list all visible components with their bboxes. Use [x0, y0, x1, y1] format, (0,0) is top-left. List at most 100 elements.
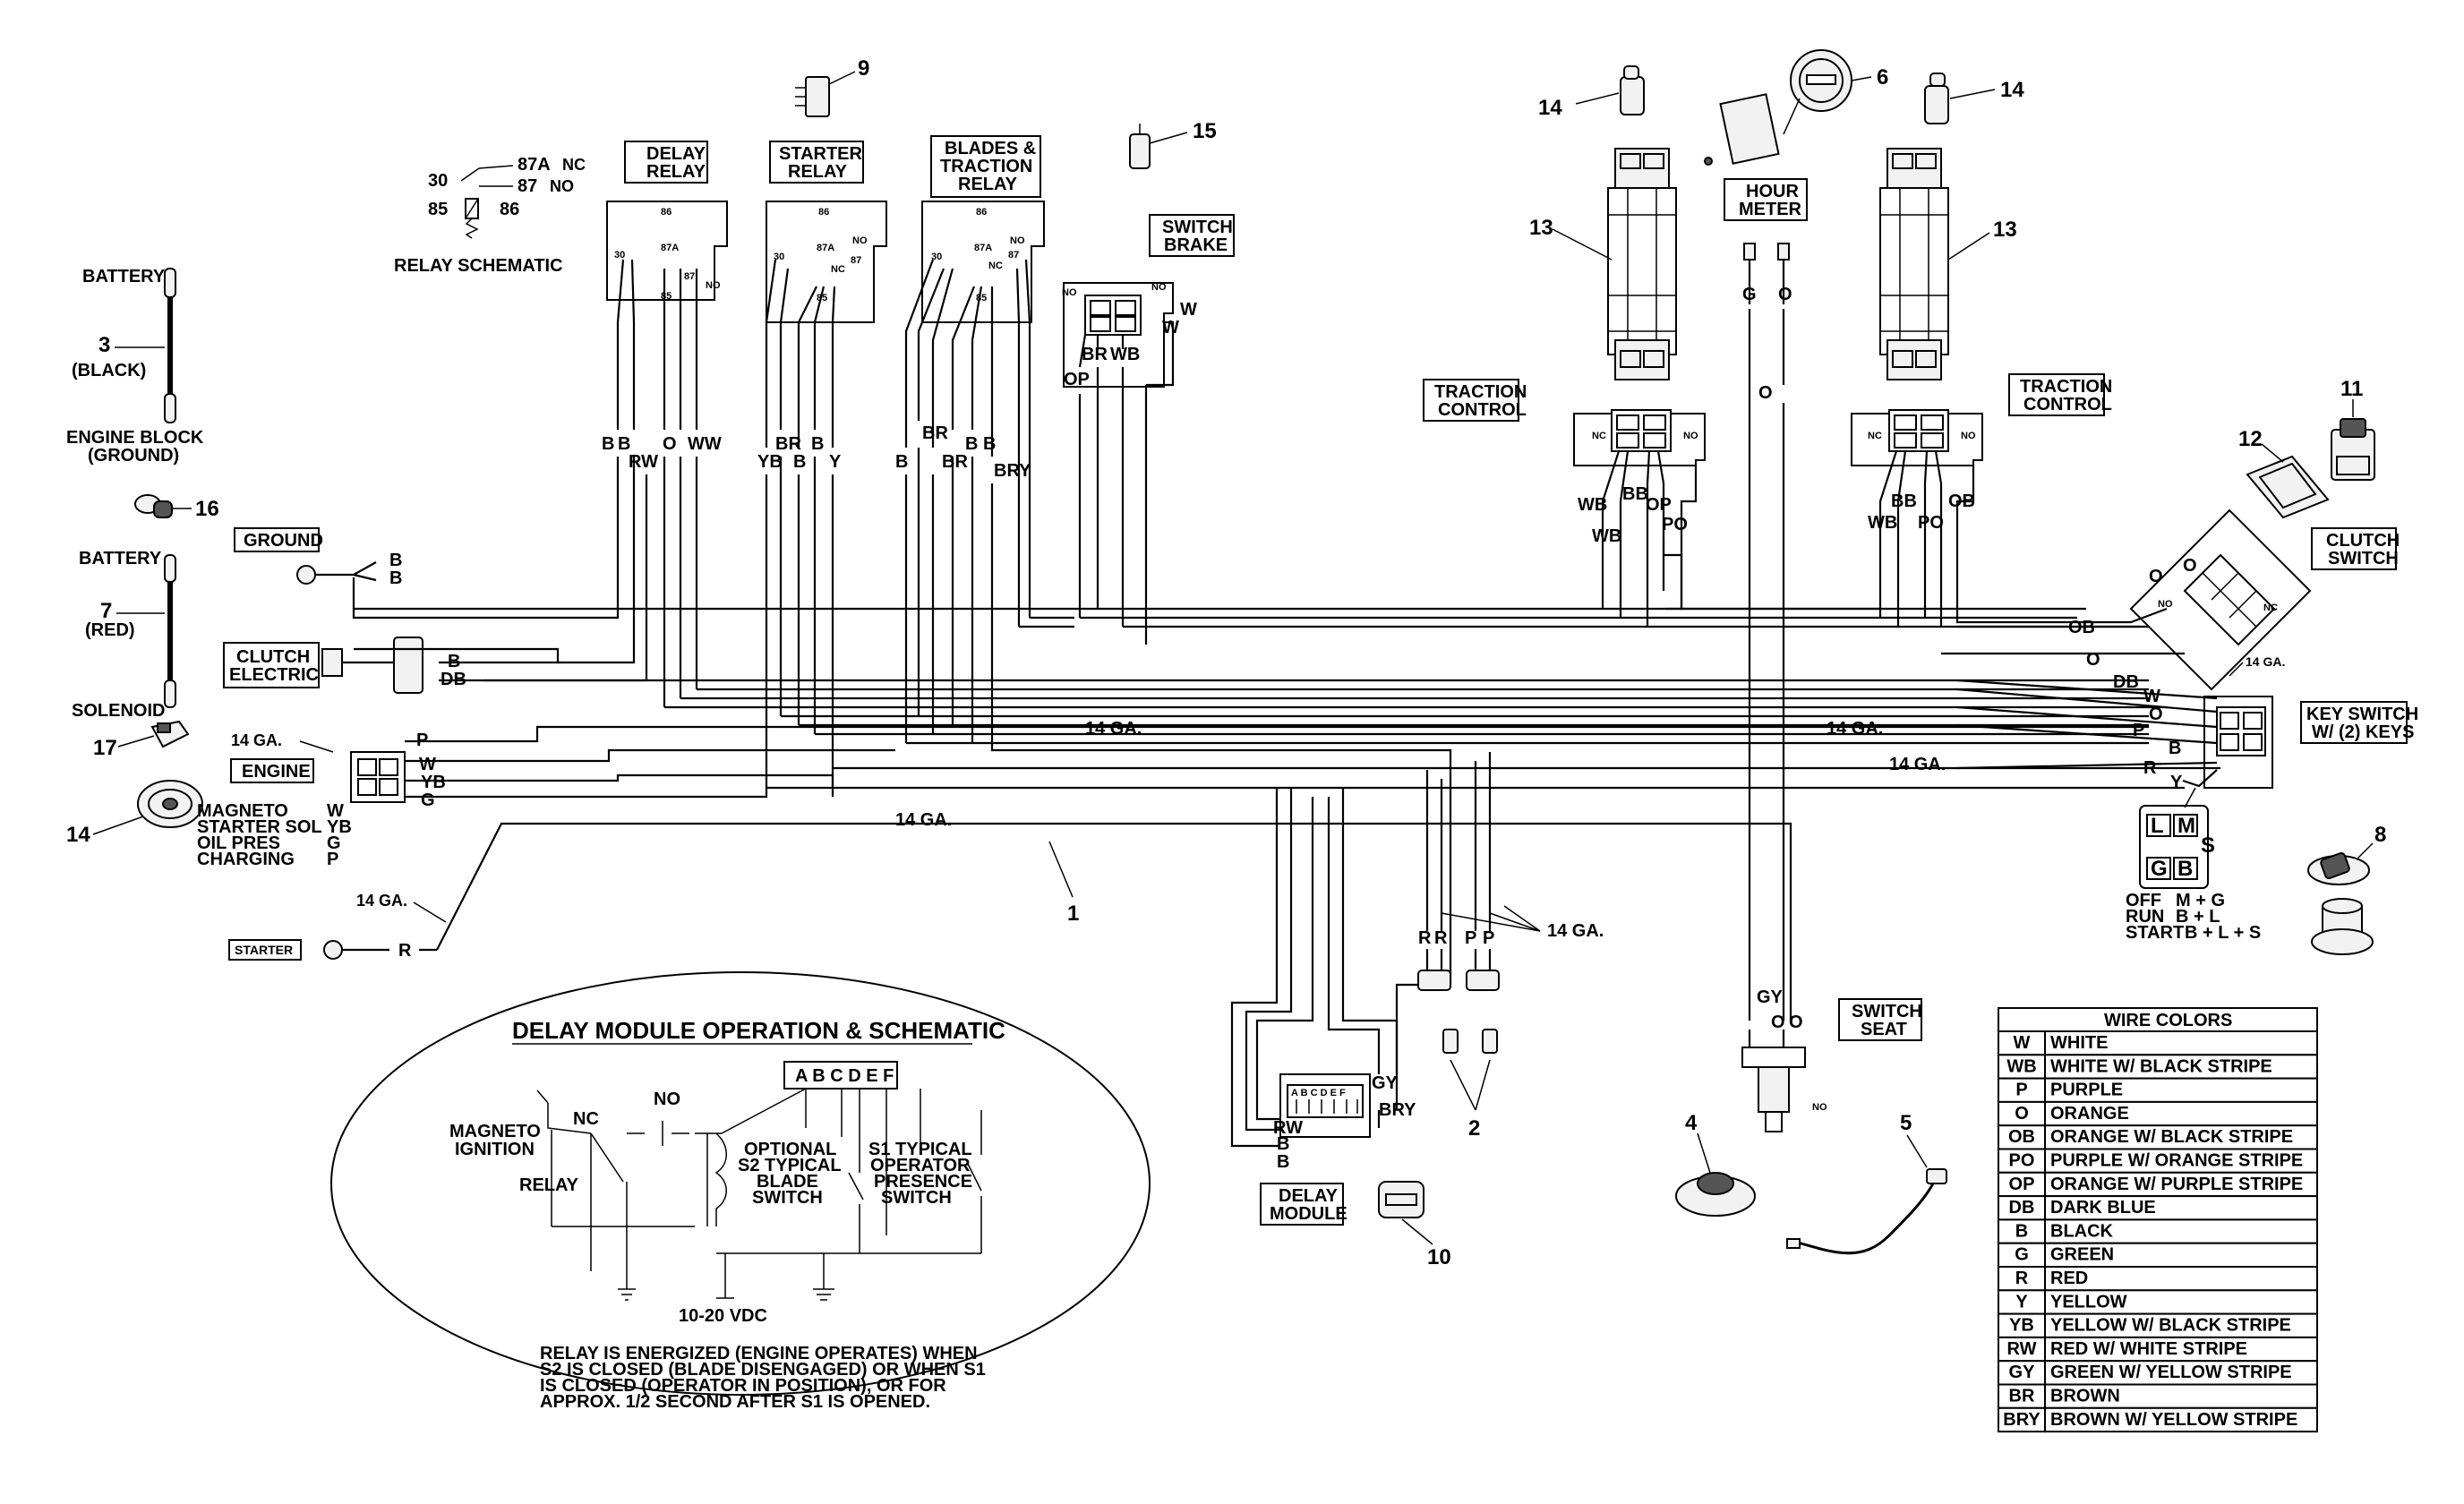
delay-module-letters: A B C D E F	[1291, 1088, 1346, 1098]
callout-3: 3	[98, 333, 110, 357]
switch-brake-op: OP	[1064, 370, 1090, 389]
hour-meter: HOUR METER G O O 6	[1704, 49, 1888, 1021]
key-terminal-b: B	[2177, 857, 2193, 881]
starter-pin-no: NO	[852, 235, 868, 246]
starter-wire-br: BR	[775, 434, 801, 454]
wire-color-name: PURPLE	[2050, 1081, 2123, 1100]
callout-7: 7	[100, 599, 112, 623]
seat-wire-gy: GY	[1757, 987, 1784, 1007]
switch-brake-w-1: W	[1180, 300, 1197, 320]
switch-brake-br: BR	[1082, 345, 1108, 364]
battery-label: BATTERY	[82, 267, 166, 286]
seat-wire-o1: O	[1771, 1013, 1785, 1032]
switch-12: 12	[2238, 427, 2330, 519]
delay-op-nc: NC	[573, 1109, 599, 1129]
engine-box: 14 GA. ENGINE P W YB G	[230, 731, 446, 810]
wire-color-name: GREEN W/ YELLOW STRIPE	[2050, 1363, 2292, 1382]
callout-6: 6	[1877, 65, 1888, 90]
delay-module-wire-b1: B	[1277, 1134, 1289, 1154]
blades-pin-86: 86	[976, 207, 987, 218]
callout-8: 8	[2374, 823, 2386, 847]
wire-color-code-cell	[1998, 1242, 2046, 1268]
starter-pin-30: 30	[774, 252, 784, 262]
wire-color-name: ORANGE W/ BLACK STRIPE	[2050, 1127, 2293, 1147]
callout-2: 2	[1468, 1116, 1480, 1141]
key-wire-o: O	[2149, 705, 2163, 724]
wire-color-name-cell	[2044, 1124, 2318, 1150]
engine-wire-w: W	[419, 755, 436, 774]
harness-5: 5	[1786, 1111, 1947, 1255]
starter-gauge-label: 14 GA.	[356, 892, 407, 910]
blades-wire-br2: BR	[942, 452, 968, 472]
seat-no: NO	[1812, 1102, 1827, 1113]
delay-op-note-3: IS CLOSED (OPERATOR IN POSITION), OR FOR	[540, 1376, 946, 1396]
wire-color-code-cell	[1998, 1077, 2046, 1103]
delay-relay-title-2: RELAY	[646, 162, 706, 182]
wire-color-code: OB	[2008, 1127, 2035, 1147]
wire-color-code: RW	[2007, 1339, 2037, 1359]
delay-op-s2-4: SWITCH	[752, 1188, 823, 1208]
key-wire-y: Y	[2170, 773, 2183, 792]
legend-magneto: MAGNETO	[197, 801, 288, 821]
switch-brake-wb: WB	[1110, 345, 1140, 364]
key-switch-label-1: KEY SWITCH	[2306, 705, 2418, 724]
engine-legend: MAGNETO W STARTER SOL YB OIL PRES G CHAR…	[197, 801, 352, 869]
wire-color-name-cell	[2044, 1054, 2318, 1080]
callout-10: 10	[1427, 1245, 1451, 1269]
wire-color-code: P	[2015, 1081, 2027, 1100]
traction-left-po: PO	[1662, 515, 1688, 534]
callout-13-left: 13	[1529, 216, 1553, 240]
battery-black-label: (BLACK)	[72, 361, 146, 380]
delay-operation-letters: A B C D E F	[795, 1066, 894, 1086]
callout-4: 4	[1685, 1111, 1698, 1135]
ignition-switch-8: 8	[2307, 823, 2386, 955]
blades-wire-b2: B	[965, 434, 978, 454]
clutch-electric-label-2: ELECTRIC	[229, 665, 319, 685]
delay-module-label-1: DELAY	[1279, 1186, 1339, 1206]
engine-wire-yb: YB	[421, 773, 446, 792]
delay-module-wire-rw: RW	[1273, 1118, 1303, 1138]
blades-wire-b1: B	[895, 452, 908, 472]
fuse-wire-p1: P	[1465, 928, 1476, 948]
delay-op-s2-2: S2 TYPICAL	[738, 1156, 842, 1175]
diode-15: 15	[1129, 119, 1217, 169]
delay-pin-85: 85	[661, 291, 672, 302]
starter-box: 14 GA. STARTER R	[228, 892, 447, 961]
harness-gauge-1: 14 GA.	[1085, 719, 1142, 739]
delay-op-no: NO	[654, 1090, 680, 1109]
starter-relay-title-2: RELAY	[788, 162, 848, 182]
traction-right-po: PO	[1918, 513, 1944, 533]
key-wire-db: DB	[2113, 672, 2139, 692]
blades-pin-87: 87	[1008, 250, 1019, 261]
blades-relay-title-2: TRACTION	[940, 157, 1032, 176]
switch-11: 11	[2331, 377, 2375, 481]
delay-module-wire-bry: BRY	[1379, 1100, 1416, 1120]
key-switch: 14 GA. KEY SWITCH W/ (2) KEYS W O P B R …	[1956, 654, 2418, 943]
callout-14-right: 14	[2000, 78, 2024, 102]
ground-box-label: GROUND	[244, 531, 323, 551]
blades-pin-no: NO	[1010, 235, 1025, 246]
delay-pin-87a: 87A	[661, 243, 679, 253]
blades-pin-87a: 87A	[974, 243, 992, 253]
wire-color-name-cell	[2044, 1289, 2318, 1315]
traction-left-op: OP	[1646, 495, 1672, 515]
delay-operation-title: DELAY MODULE OPERATION & SCHEMATIC	[512, 1017, 1005, 1044]
blades-wire-b3: B	[983, 434, 996, 454]
traction-control-right: 13 TRACTION CONTROL NC NO WB BB PO OB	[1851, 148, 2112, 627]
wire-color-code: R	[2015, 1269, 2029, 1288]
wire-color-code: G	[2015, 1245, 2029, 1265]
switch-seat-label-2: SEAT	[1861, 1020, 1907, 1039]
battery-cable-black: BATTERY 3 (BLACK) ENGINE BLOCK (GROUND)	[66, 267, 204, 466]
wire-color-code: DB	[2009, 1198, 2035, 1218]
relay-schematic-title: RELAY SCHEMATIC	[394, 256, 563, 276]
wire-color-code: PO	[2009, 1151, 2035, 1171]
traction-left-label-1: TRACTION	[1434, 382, 1527, 402]
wire-color-name-cell	[2044, 1266, 2318, 1292]
legend-charging: CHARGING	[197, 850, 295, 869]
clutch-switch-nc: NC	[2263, 602, 2278, 613]
starter-pin-87: 87	[851, 255, 861, 266]
legend-charging-wire: P	[327, 850, 338, 869]
traction-control-left: 13 TRACTION CONTROL NC NO WB WB BB OP PO	[1423, 148, 2086, 627]
solenoid-17: 17	[93, 720, 190, 760]
